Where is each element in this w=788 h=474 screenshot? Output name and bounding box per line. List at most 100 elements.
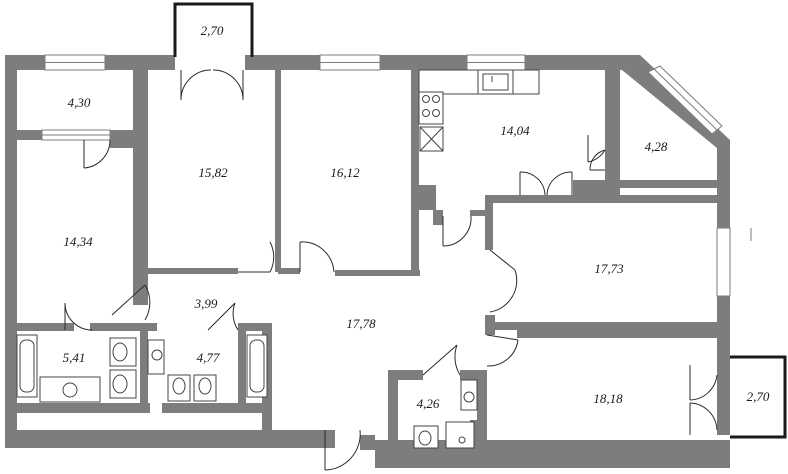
room-label-bathroom-1: 5,41 (63, 350, 86, 365)
room-label-kitchen: 14,04 (500, 123, 530, 138)
wall-segment (90, 323, 140, 331)
washbasin (460, 379, 478, 411)
wall-segment (5, 140, 17, 145)
wall-segment (411, 70, 419, 276)
door (207, 302, 239, 331)
room-label-bathroom-2: 4,77 (197, 350, 220, 365)
windows (41, 54, 752, 297)
door (587, 135, 606, 163)
balcony-top-outline (173, 2, 254, 57)
room-label-living-room-right: 17,73 (594, 261, 624, 276)
kitchen-sink (482, 73, 509, 91)
washbasin (147, 339, 165, 375)
wall-segment (140, 323, 148, 403)
room-label-balcony-right: 2,70 (747, 389, 770, 404)
kitchen-appliance (419, 126, 444, 152)
wall-segment (335, 270, 420, 276)
room-label-bedroom-1: 15,82 (198, 165, 228, 180)
door (519, 171, 546, 196)
room-label-closet-right: 4,28 (645, 139, 668, 154)
shower-drain (458, 436, 466, 444)
wall-diagonal (620, 55, 730, 185)
wall-segment (485, 195, 493, 250)
doors (64, 69, 718, 471)
toilet (109, 369, 137, 399)
window (716, 227, 731, 297)
room-label-wc: 4,26 (417, 396, 440, 411)
stove-burner (422, 109, 430, 117)
wall-segment (477, 375, 487, 440)
bidet (193, 374, 217, 402)
wall-segment (110, 130, 135, 140)
wall-segment (278, 268, 300, 274)
wall-segment (17, 130, 42, 140)
door (180, 69, 212, 101)
balconies (173, 2, 787, 439)
wall-segment (275, 70, 281, 272)
toilet (112, 374, 128, 394)
door (546, 171, 573, 196)
bathtub (249, 339, 265, 393)
wall-segment (133, 145, 148, 305)
window (653, 68, 718, 131)
wall-segment (605, 70, 620, 185)
room-label-storage-top-left: 4,30 (68, 95, 91, 110)
wall-segment (388, 370, 423, 380)
stove-burner (432, 95, 440, 103)
toilet (172, 377, 186, 395)
wall-segment (460, 370, 487, 380)
bidet (109, 337, 137, 367)
wall-segment (411, 185, 436, 210)
wall-segment (145, 323, 157, 331)
stove (418, 91, 444, 125)
room-label-corridor: 3,99 (194, 296, 218, 311)
wall-segment (133, 70, 148, 145)
room-label-bedroom-2: 16,12 (330, 165, 360, 180)
wall-segment (5, 403, 150, 413)
door (442, 215, 472, 247)
bidet (112, 342, 128, 362)
door (689, 365, 718, 401)
bathroom-counter (39, 376, 101, 403)
wall-segment (5, 55, 17, 430)
wall-segment (238, 323, 271, 331)
stove-burner (432, 109, 440, 117)
wall-segment (517, 330, 717, 338)
balcony-right-outline (730, 355, 787, 439)
room-label-bedroom-left: 14,34 (63, 234, 93, 249)
bidet (198, 377, 212, 395)
wall-segment (5, 430, 335, 448)
wall-segment (485, 195, 720, 203)
door (589, 149, 606, 171)
wall-segment (493, 322, 720, 330)
wall-segment (620, 180, 720, 188)
door (64, 302, 93, 331)
door (212, 69, 244, 101)
door (299, 241, 335, 273)
wall-segment (470, 210, 485, 216)
room-labels: 2,70 4,30 15,82 16,12 14,04 4,28 14,34 1… (63, 23, 770, 411)
door (324, 429, 361, 471)
bathtub (19, 339, 35, 393)
door (238, 241, 275, 273)
wall-segment (485, 315, 495, 335)
stove-burner (422, 95, 430, 103)
door (486, 334, 519, 367)
shower-tray (445, 421, 475, 449)
wall-segment (14, 323, 74, 331)
fixtures (16, 69, 540, 449)
wall-segment (388, 370, 398, 445)
toilet (167, 374, 191, 402)
door (489, 249, 518, 313)
wall-segment (105, 55, 175, 70)
kitchen-counter (418, 69, 540, 95)
wall-segment (380, 55, 467, 70)
room-label-hall: 17,78 (346, 316, 376, 331)
wall-segment (162, 403, 272, 413)
washbasin (151, 349, 163, 361)
wall-segment (148, 268, 238, 274)
room-label-bedroom-bottom-right: 18,18 (593, 391, 623, 406)
bathtub (16, 334, 38, 398)
washbasin (463, 391, 475, 403)
